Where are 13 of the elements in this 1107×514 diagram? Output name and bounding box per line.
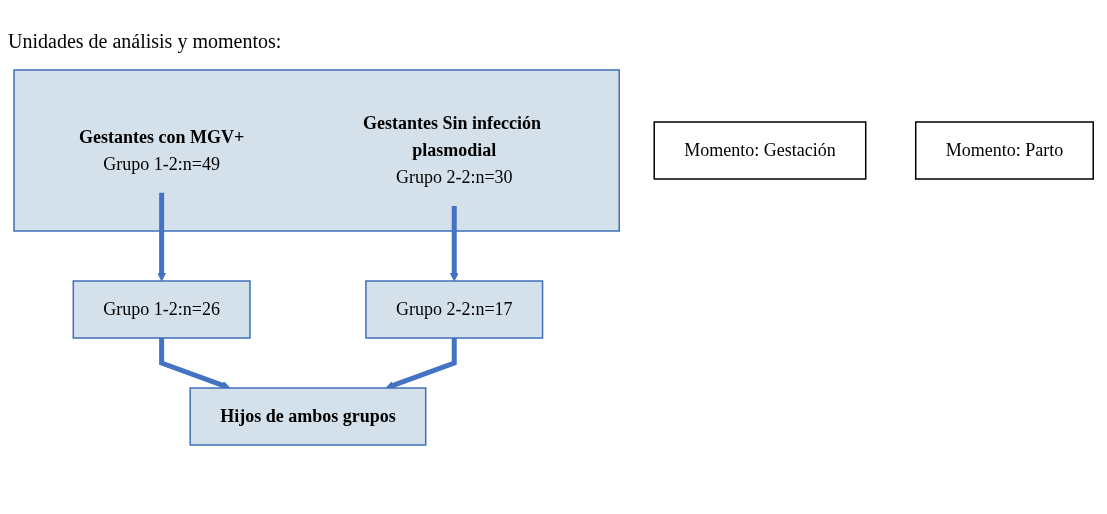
node-box: Grupo 1-2:n=26	[72, 279, 251, 339]
arrow	[159, 337, 231, 389]
arrow	[157, 192, 166, 281]
arrow	[449, 205, 459, 281]
node-text: Gestantes con MGV+ Grupo 1-2:n=49	[78, 126, 245, 173]
node-box: Hijos de ambos grupos	[189, 386, 427, 446]
node-box: Grupo 2-2:n=17	[365, 279, 544, 339]
arrow	[385, 337, 457, 389]
node-text: Gestantes Sin infección plasmodial Grupo 2-2:n=30	[362, 112, 541, 187]
node-box: Momento: Gestación	[653, 120, 867, 180]
node-box: Momento: Parto	[914, 120, 1094, 180]
note-text: Unidades de análisis y momentos:	[8, 30, 282, 53]
cluster	[13, 68, 620, 232]
